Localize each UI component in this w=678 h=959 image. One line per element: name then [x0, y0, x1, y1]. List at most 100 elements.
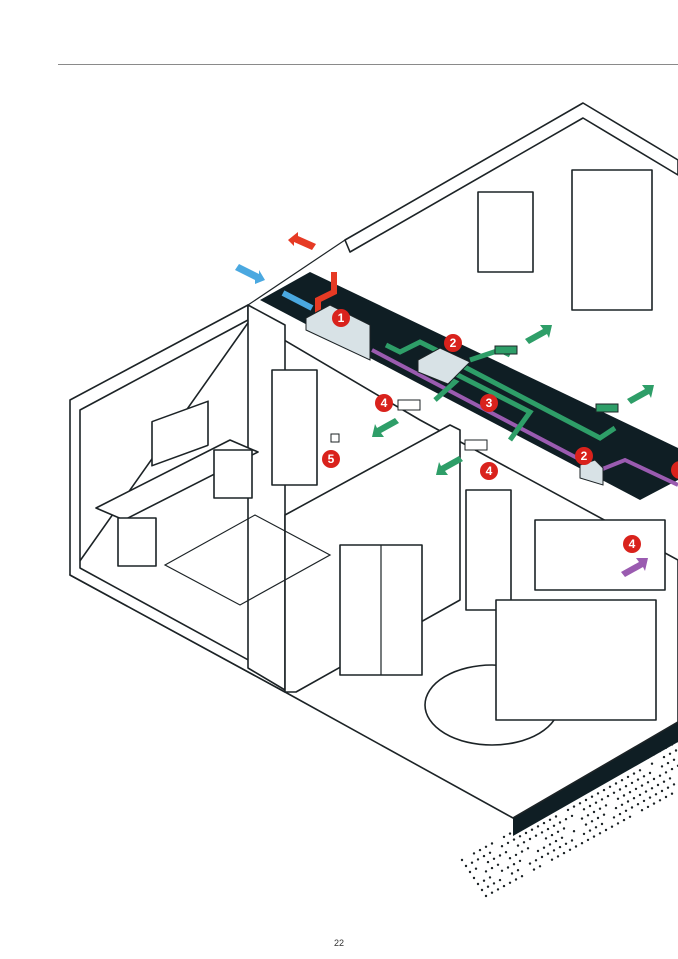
marker-1: 1	[332, 309, 350, 327]
shadow-dot	[593, 811, 595, 813]
shadow-dot	[481, 889, 483, 891]
partition-wall-living	[248, 305, 285, 690]
shadow-dot	[535, 835, 537, 837]
shadow-dot	[645, 790, 647, 792]
shadow-dot	[529, 862, 531, 864]
wardrobe-bedroom	[572, 170, 652, 310]
shadow-dot	[487, 886, 489, 888]
shadow-dot	[659, 799, 661, 801]
shadow-dot	[517, 869, 519, 871]
shadow-dot	[633, 797, 635, 799]
shadow-dot	[497, 864, 499, 866]
shadow-dot	[591, 796, 593, 798]
shadow-dot	[549, 843, 551, 845]
shadow-dot	[519, 835, 521, 837]
shadow-dot	[511, 872, 513, 874]
shadow-dot	[615, 807, 617, 809]
wall-vent	[465, 440, 487, 450]
shadow-dot	[477, 858, 479, 860]
shadow-dot	[673, 759, 675, 761]
shadow-dot	[565, 843, 567, 845]
shadow-dot	[529, 838, 531, 840]
shadow-dot	[465, 865, 467, 867]
shadow-dot	[565, 818, 567, 820]
shadow-dot	[625, 810, 627, 812]
shadow-dot	[639, 794, 641, 796]
shadow-dot	[513, 838, 515, 840]
shadow-dot	[573, 805, 575, 807]
door-living	[272, 370, 317, 485]
shadow-dot	[517, 844, 519, 846]
shadow-dot	[509, 832, 511, 834]
svg-text:2: 2	[581, 449, 588, 463]
shadow-dot	[469, 871, 471, 873]
shadow-dot	[611, 826, 613, 828]
shadow-dot	[485, 895, 487, 897]
shadow-dot	[671, 793, 673, 795]
shadow-dot	[559, 821, 561, 823]
shadow-dot	[519, 860, 521, 862]
shadow-dot	[617, 798, 619, 800]
shadow-dot	[479, 849, 481, 851]
svg-text:4: 4	[629, 537, 636, 551]
shadow-dot	[615, 782, 617, 784]
shadow-dot	[489, 852, 491, 854]
shadow-dot	[621, 804, 623, 806]
shadow-dot	[573, 830, 575, 832]
shadow-dot	[553, 825, 555, 827]
shadow-dot	[657, 784, 659, 786]
shadow-dot	[473, 877, 475, 879]
shadow-dot	[549, 819, 551, 821]
shadow-dot	[667, 762, 669, 764]
shadow-dot	[545, 837, 547, 839]
svg-text:5: 5	[328, 452, 335, 466]
shadow-dot	[627, 776, 629, 778]
wall-cabinets	[535, 520, 665, 590]
shadow-dot	[509, 857, 511, 859]
shadow-dot	[473, 852, 475, 854]
shadow-dot	[601, 823, 603, 825]
shadow-dot	[613, 816, 615, 818]
marker-2: 2	[444, 334, 462, 352]
shadow-dot	[493, 882, 495, 884]
shadow-dot	[631, 806, 633, 808]
shadow-dot	[583, 808, 585, 810]
shadow-dot	[675, 749, 677, 751]
shadow-dot	[663, 756, 665, 758]
shadow-dot	[589, 829, 591, 831]
shadow-dot	[551, 834, 553, 836]
shadow-dot	[507, 842, 509, 844]
shadow-dot	[621, 779, 623, 781]
shadow-dot	[669, 777, 671, 779]
control-switch	[331, 434, 339, 442]
shadow-dot	[537, 850, 539, 852]
shadow-dot	[597, 817, 599, 819]
shadow-dot	[597, 792, 599, 794]
shadow-dot	[581, 842, 583, 844]
shadow-dot	[613, 792, 615, 794]
shadow-dot	[503, 885, 505, 887]
shadow-dot	[629, 816, 631, 818]
shadow-dot	[561, 837, 563, 839]
shadow-dot	[571, 839, 573, 841]
svg-text:3: 3	[486, 396, 493, 410]
shadow-dot	[477, 883, 479, 885]
shadow-dot	[639, 769, 641, 771]
shadow-dot	[585, 799, 587, 801]
shadow-dot	[665, 771, 667, 773]
shadow-dot	[637, 778, 639, 780]
shadow-dot	[523, 841, 525, 843]
svg-text:4: 4	[381, 396, 388, 410]
shadow-dot	[485, 870, 487, 872]
shadow-dot	[501, 870, 503, 872]
shadow-dot	[619, 788, 621, 790]
shadow-dot	[557, 831, 559, 833]
shadow-dot	[673, 783, 675, 785]
shadow-dot	[489, 876, 491, 878]
shadow-dot	[651, 787, 653, 789]
shadow-dot	[589, 805, 591, 807]
shadow-dot	[605, 804, 607, 806]
shadow-dot	[521, 850, 523, 852]
shadow-dot	[653, 802, 655, 804]
